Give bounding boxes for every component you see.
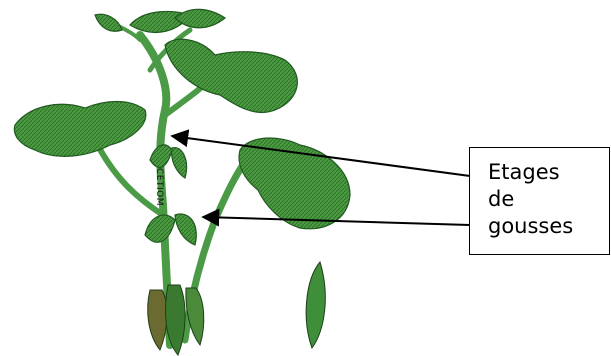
loose-pod — [306, 262, 325, 348]
callout-line-2: de — [488, 186, 609, 213]
pods — [148, 262, 326, 355]
cetiom-watermark: CETIOM — [154, 168, 164, 206]
callout-line-1: Etages — [488, 159, 609, 186]
callout-label-box: Etages de gousses — [469, 147, 610, 255]
plant-leaves — [14, 9, 350, 245]
callout-line-3: gousses — [488, 213, 609, 240]
